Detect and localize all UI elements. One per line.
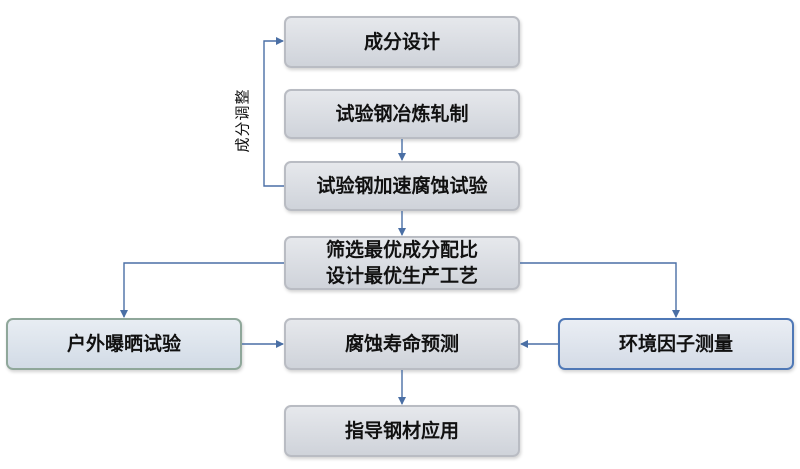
node-smelting-rolling: 试验钢冶炼轧制 xyxy=(284,89,520,139)
node-optimal-selection-line2: 设计最优生产工艺 xyxy=(325,265,478,287)
node-smelting-rolling-label: 试验钢冶炼轧制 xyxy=(335,103,469,125)
node-outdoor-exposure-test: 户外曝晒试验 xyxy=(6,318,242,370)
arrow-selection-to-environment xyxy=(520,262,680,318)
node-composition-design-label: 成分设计 xyxy=(363,31,440,53)
node-outdoor-exposure-test-label: 户外曝晒试验 xyxy=(66,333,181,355)
node-optimal-selection-line1: 筛选最优成分配比 xyxy=(325,239,478,261)
node-accelerated-corrosion-test-label: 试验钢加速腐蚀试验 xyxy=(316,175,488,197)
arrow-selection-to-outdoor xyxy=(120,262,284,318)
node-optimal-selection: 筛选最优成分配比 设计最优生产工艺 xyxy=(284,236,520,290)
node-composition-design: 成分设计 xyxy=(284,16,520,68)
node-accelerated-corrosion-test: 试验钢加速腐蚀试验 xyxy=(284,161,520,211)
node-environment-factor-measurement: 环境因子测量 xyxy=(558,318,794,370)
node-corrosion-life-prediction: 腐蚀寿命预测 xyxy=(284,318,520,370)
node-steel-application-guidance-label: 指导钢材应用 xyxy=(344,420,459,442)
node-corrosion-life-prediction-label: 腐蚀寿命预测 xyxy=(344,333,459,355)
node-steel-application-guidance: 指导钢材应用 xyxy=(284,405,520,457)
node-environment-factor-measurement-label: 环境因子测量 xyxy=(618,333,733,355)
arrow-feedback-loop xyxy=(263,37,284,187)
